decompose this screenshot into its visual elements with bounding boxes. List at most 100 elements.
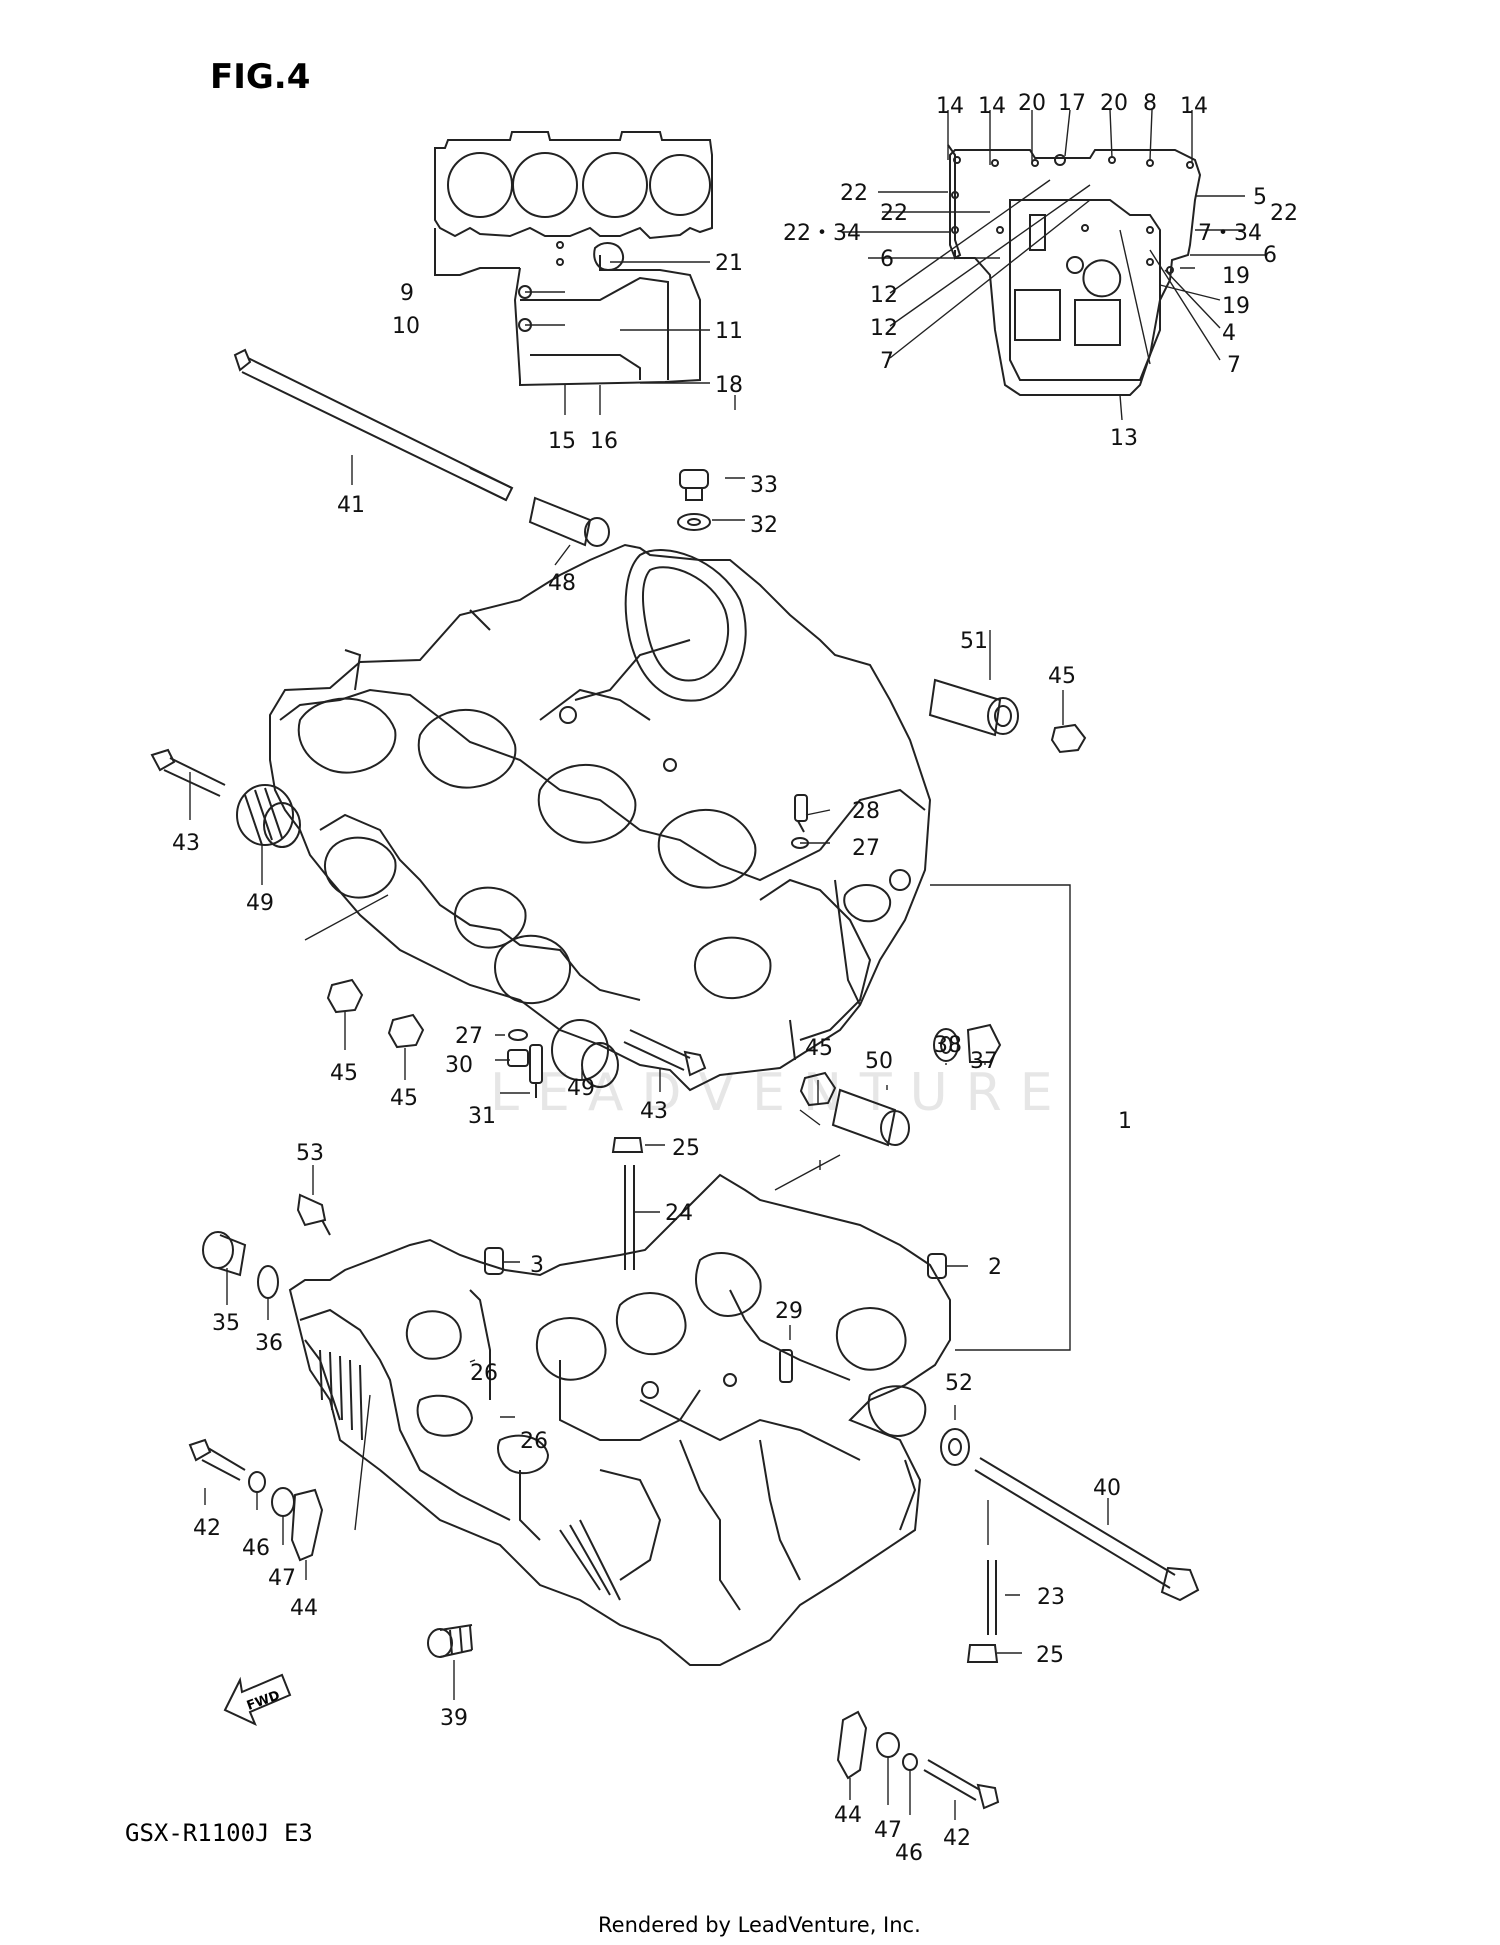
part-44-bracket-b bbox=[836, 1710, 868, 1780]
callout-47: 47 bbox=[874, 1818, 902, 1843]
inset-upper-case-view bbox=[434, 131, 713, 387]
callout-29: 29 bbox=[775, 1299, 803, 1324]
callout-30: 30 bbox=[445, 1053, 473, 1078]
part-25-nut-b bbox=[966, 1644, 999, 1663]
callout-45: 45 bbox=[390, 1086, 418, 1111]
callout-19: 19 bbox=[1222, 264, 1250, 289]
callout-7: 7 bbox=[880, 349, 894, 374]
part-47-washer-b bbox=[876, 1732, 900, 1758]
part-38-washer bbox=[933, 1028, 959, 1062]
callout-49: 49 bbox=[246, 891, 274, 916]
part-49-gear-b bbox=[551, 1019, 619, 1088]
callout-20: 20 bbox=[1100, 91, 1128, 116]
part-40-long-bolt bbox=[974, 1457, 1200, 1602]
callout-13: 13 bbox=[1110, 426, 1138, 451]
part-47-washer-a bbox=[271, 1487, 295, 1517]
callout-1: 1 bbox=[1118, 1109, 1132, 1134]
callout-26: 26 bbox=[520, 1429, 548, 1454]
callout-17: 17 bbox=[1058, 91, 1086, 116]
part-28-sensor bbox=[794, 794, 808, 833]
fwd-label: FWD bbox=[245, 1688, 282, 1714]
part-42-bolt-a bbox=[188, 1438, 246, 1481]
callout-45: 45 bbox=[805, 1036, 833, 1061]
callout-2: 2 bbox=[988, 1255, 1002, 1280]
figure-title: FIG.4 bbox=[210, 57, 310, 97]
callout-3: 3 bbox=[530, 1253, 544, 1278]
callout-25: 25 bbox=[672, 1136, 700, 1161]
callout-11: 11 bbox=[715, 319, 743, 344]
callout-23: 23 bbox=[1037, 1585, 1065, 1610]
part-41-long-bolt bbox=[233, 348, 514, 502]
part-37-plug bbox=[966, 1023, 1002, 1063]
callout-7-34: 7・34 bbox=[1198, 221, 1262, 246]
forward-arrow-icon: FWD bbox=[223, 1673, 292, 1726]
part-30-sensor bbox=[507, 1049, 529, 1067]
part-44-bracket-a bbox=[290, 1488, 324, 1562]
callout-28: 28 bbox=[852, 799, 880, 824]
callout-27: 27 bbox=[852, 836, 880, 861]
callout-44: 44 bbox=[290, 1596, 318, 1621]
callout-21: 21 bbox=[715, 251, 743, 276]
callout-43: 43 bbox=[172, 831, 200, 856]
upper-crankcase bbox=[269, 543, 932, 1092]
part-45-nut-b bbox=[326, 978, 364, 1014]
part-27-oring-b bbox=[508, 1029, 528, 1041]
callout-31: 31 bbox=[468, 1104, 496, 1129]
callout-25: 25 bbox=[1036, 1643, 1064, 1668]
part-53-switch bbox=[296, 1193, 331, 1236]
callout-14: 14 bbox=[1180, 94, 1208, 119]
part-23-stud bbox=[987, 1560, 997, 1635]
callout-7: 7 bbox=[1227, 353, 1241, 378]
callout-24: 24 bbox=[665, 1201, 693, 1226]
callout-27: 27 bbox=[455, 1024, 483, 1049]
callout-45: 45 bbox=[330, 1061, 358, 1086]
leader-lines bbox=[189, 109, 1265, 1820]
callout-22: 22 bbox=[880, 201, 908, 226]
part-45-nut-d bbox=[799, 1071, 837, 1107]
part-51-dowel bbox=[928, 678, 1019, 737]
callout-53: 53 bbox=[296, 1141, 324, 1166]
callout-26: 26 bbox=[470, 1361, 498, 1386]
callout-12: 12 bbox=[870, 283, 898, 308]
part-31-switch bbox=[529, 1044, 543, 1098]
callout-39: 39 bbox=[440, 1706, 468, 1731]
callout-46: 46 bbox=[895, 1841, 923, 1866]
part-46-washer-a bbox=[248, 1471, 266, 1493]
callout-22: 22 bbox=[1270, 201, 1298, 226]
callout-10: 10 bbox=[392, 314, 420, 339]
part-50-dowel bbox=[831, 1088, 910, 1147]
part-35-filter bbox=[202, 1231, 247, 1277]
callout-50: 50 bbox=[865, 1049, 893, 1074]
part-45-nut-a bbox=[1050, 723, 1087, 754]
callout-4: 4 bbox=[1222, 321, 1236, 346]
callout-40: 40 bbox=[1093, 1476, 1121, 1501]
callout-32: 32 bbox=[750, 513, 778, 538]
callout-14: 14 bbox=[978, 94, 1006, 119]
callout-49: 49 bbox=[567, 1076, 595, 1101]
callout-6: 6 bbox=[1263, 243, 1277, 268]
part-45-nut-c bbox=[387, 1013, 425, 1049]
part-32-washer bbox=[677, 513, 711, 531]
callout-42: 42 bbox=[943, 1826, 971, 1851]
callout-43: 43 bbox=[640, 1099, 668, 1124]
part-29-switch bbox=[779, 1349, 793, 1383]
callout-9: 9 bbox=[400, 281, 414, 306]
callout-35: 35 bbox=[212, 1311, 240, 1336]
callout-8: 8 bbox=[1143, 91, 1157, 116]
callout-44: 44 bbox=[834, 1803, 862, 1828]
callout-45: 45 bbox=[1048, 664, 1076, 689]
callout-6: 6 bbox=[880, 247, 894, 272]
callout-52: 52 bbox=[945, 1371, 973, 1396]
part-42-bolt-b bbox=[923, 1759, 1000, 1810]
callout-36: 36 bbox=[255, 1331, 283, 1356]
callout-18: 18 bbox=[715, 373, 743, 398]
callout-42: 42 bbox=[193, 1516, 221, 1541]
callout-19: 19 bbox=[1222, 294, 1250, 319]
callout-12: 12 bbox=[870, 316, 898, 341]
part-36-oring bbox=[257, 1265, 279, 1299]
part-1-bracket bbox=[930, 884, 1071, 1351]
callout-14: 14 bbox=[936, 94, 964, 119]
